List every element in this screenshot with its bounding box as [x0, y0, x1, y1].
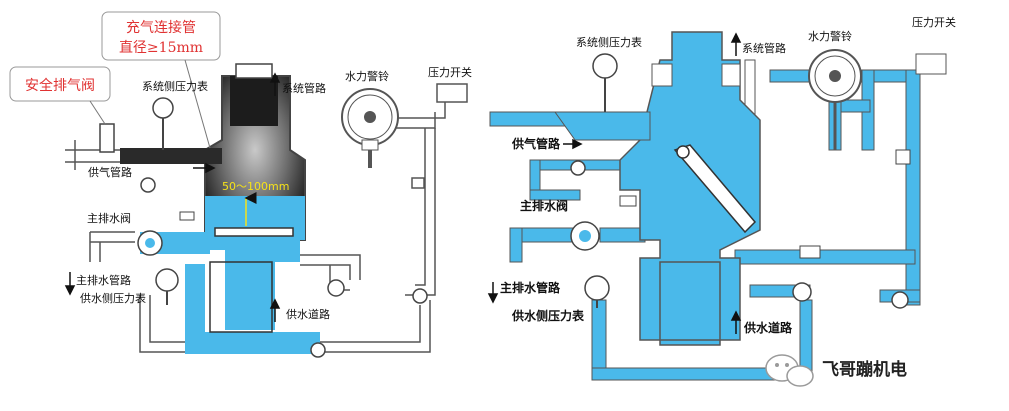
watermark: 飞哥蹦机电: [765, 354, 907, 387]
right-label-supply-pipe: 供水道路: [743, 320, 793, 335]
left-main-drain-valve: [137, 230, 163, 256]
watermark-text: 飞哥蹦机电: [822, 359, 907, 380]
right-label-water-gong: 水力警铃: [808, 29, 852, 43]
left-water-gong: [341, 88, 399, 168]
left-label-supply-pipe: 供水道路: [286, 307, 330, 321]
left-diagram: 安全排气阀 充气连接管 直径≥15mm 系统侧压力表 系统管路 水力警铃 压力开…: [9, 11, 472, 358]
right-label-pressure-switch: 压力开关: [912, 15, 956, 29]
left-label-supply-gauge: 供水侧压力表: [80, 291, 146, 305]
left-safety-valve: [99, 123, 115, 153]
left-label-system-gauge: 系统侧压力表: [142, 79, 208, 93]
left-label-water-gong: 水力警铃: [345, 69, 389, 83]
right-label-supply-gauge: 供水侧压力表: [511, 308, 585, 323]
right-supply-gauge: [584, 275, 610, 308]
left-valves-small: [140, 177, 428, 358]
right-system-gauge: [592, 53, 618, 112]
right-label-main-drain-valve: 主排水阀: [520, 198, 568, 213]
right-valve-body: [554, 31, 761, 346]
right-label-system-pipe: 系统管路: [742, 41, 786, 55]
left-arrows: [64, 72, 281, 322]
right-diagram: 系统侧压力表 系统管路 水力警铃 压力开关 供气管路 主排水阀 主排水管路 供水…: [487, 15, 956, 390]
left-supply-gauge: [155, 268, 179, 305]
right-label-air-supply: 供气管路: [511, 136, 561, 151]
right-main-drain-valve: [570, 221, 600, 251]
right-label-main-drain-pipe: 主排水管路: [500, 280, 561, 295]
left-system-gauge: [152, 97, 174, 150]
left-label-pressure-switch: 压力开关: [428, 65, 472, 79]
left-label-main-drain-valve: 主排水阀: [87, 211, 131, 225]
left-callout-charge-pipe: 充气连接管 直径≥15mm: [101, 11, 221, 149]
wechat-icon: [765, 354, 814, 387]
left-label-main-drain-pipe: 主排水管路: [76, 273, 131, 287]
left-valve-body: [120, 63, 320, 354]
callout-charge-pipe-line1: 充气连接管: [126, 19, 196, 36]
left-dimension-label: 50～100mm: [222, 180, 289, 193]
left-label-system-pipe: 系统管路: [282, 81, 326, 95]
right-label-system-gauge: 系统侧压力表: [576, 35, 642, 49]
callout-charge-pipe-line2: 直径≥15mm: [119, 39, 203, 56]
callout-safety-valve-text: 安全排气阀: [25, 77, 95, 94]
right-arrows: [487, 32, 742, 334]
right-water-gong: [808, 49, 862, 150]
left-label-air-supply: 供气管路: [88, 165, 132, 179]
left-callout-safety-valve: 安全排气阀: [9, 66, 111, 125]
right-valves-small: [570, 149, 911, 309]
